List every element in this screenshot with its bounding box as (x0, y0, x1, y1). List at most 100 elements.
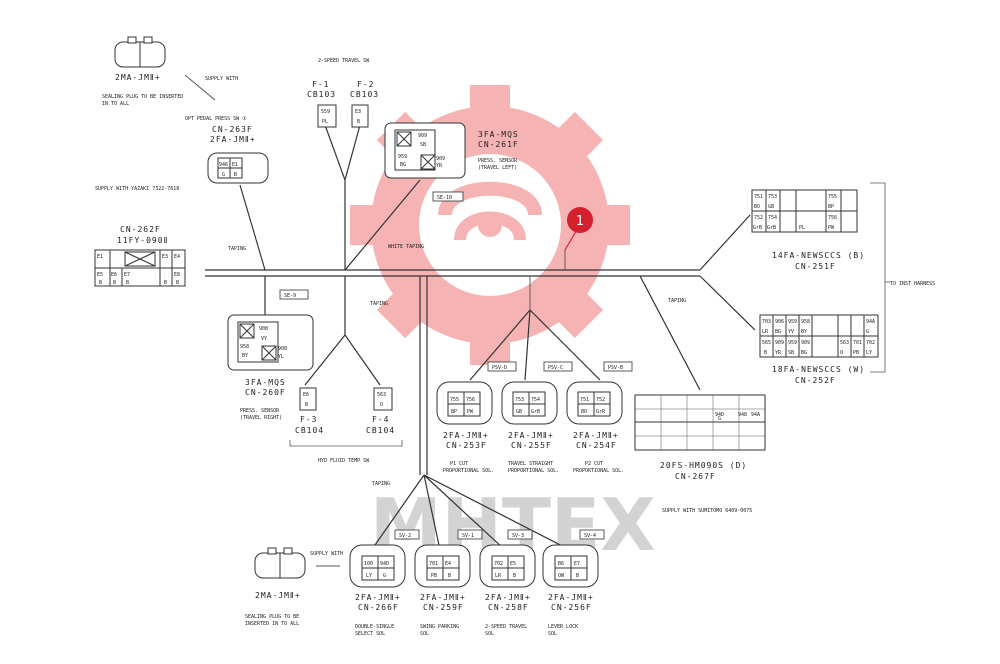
svg-text:BY: BY (801, 329, 807, 335)
svg-text:753: 753 (768, 194, 777, 200)
svg-text:F-1: F-1 (312, 80, 329, 89)
svg-text:CN-256F: CN-256F (551, 603, 592, 612)
svg-text:BG: BG (775, 329, 781, 335)
svg-text:TAPING: TAPING (228, 246, 246, 252)
svg-text:PW: PW (828, 225, 835, 231)
svg-text:PSV-D: PSV-D (492, 365, 507, 371)
svg-text:SOL: SOL (548, 631, 557, 637)
svg-text:B: B (126, 280, 129, 286)
svg-text:CB104: CB104 (366, 426, 395, 435)
connector-cn252f[interactable]: 703 906 959 958 94A LR BG YV BY G 565 90… (759, 314, 879, 385)
svg-text:(TRAVEL RIGHT): (TRAVEL RIGHT) (240, 415, 282, 421)
svg-text:SV-2: SV-2 (399, 533, 411, 539)
svg-text:PROPORTIONAL SOL.: PROPORTIONAL SOL. (573, 468, 624, 474)
bottom-plug: 2MA-JMⅡ+ SEALING PLUG TO BE INSERTED IN … (245, 547, 343, 627)
svg-text:PB: PB (431, 573, 437, 579)
svg-text:SB: SB (788, 350, 794, 356)
svg-text:755: 755 (828, 194, 837, 200)
svg-text:BY: BY (242, 353, 248, 359)
connector-sv2[interactable]: SV-2 100 94D LY G 2FA-JMⅡ+ CN-266F DOUBL… (349, 529, 420, 637)
hyd-fluid-temp-switch[interactable]: E6 B 563 O F-3 CB104 F-4 CB104 HYD FLUID… (295, 387, 395, 464)
svg-text:E4: E4 (174, 254, 180, 260)
svg-text:SUPPLY WITH YAZAKI 7322-7618: SUPPLY WITH YAZAKI 7322-7618 (95, 186, 179, 192)
svg-text:E6: E6 (303, 392, 309, 398)
svg-text:752: 752 (596, 397, 605, 403)
svg-text:BO: BO (754, 204, 760, 210)
svg-text:G: G (866, 329, 869, 335)
connector-cn261f[interactable]: 909 SB 959 BG 909 YR 3FA-MQS CN-261F PRE… (384, 122, 519, 202)
connector-sv3[interactable]: SV-3 702 E5 LR B 2FA-JMⅡ+ CN-258F 2-SPEE… (479, 529, 536, 637)
svg-text:948: 948 (738, 412, 747, 418)
svg-text:PROPORTIONAL SOL.: PROPORTIONAL SOL. (443, 468, 494, 474)
svg-text:563: 563 (840, 340, 849, 346)
connector-psv-b[interactable]: PSV-B 751 752 BO GrR 2FA-JMⅡ+ CN-254F P2… (566, 361, 633, 474)
inst-harness-bracket: TO INST HARNESS (870, 182, 935, 373)
connector-cn263f[interactable]: OPT PEDAL PRESS SW ① CN-263F 2FA-JMⅡ+ 94… (185, 116, 269, 184)
svg-text:559: 559 (321, 109, 330, 115)
svg-text:94D: 94D (715, 412, 724, 418)
svg-text:GB: GB (768, 204, 774, 210)
svg-text:SE-9: SE-9 (284, 293, 296, 299)
svg-text:CB104: CB104 (295, 426, 324, 435)
svg-text:SEALING PLUG TO BE INSERTED: SEALING PLUG TO BE INSERTED (102, 94, 183, 100)
connector-sv4[interactable]: SV-4 B6 E7 OW B 2FA-JMⅡ+ CN-256F LEVER L… (542, 529, 605, 637)
svg-text:GrB: GrB (767, 225, 776, 231)
svg-text:751: 751 (580, 397, 589, 403)
svg-text:OW: OW (558, 573, 565, 579)
svg-text:2FA-JMⅡ+: 2FA-JMⅡ+ (508, 431, 554, 440)
svg-text:PL: PL (322, 119, 328, 125)
svg-text:YV: YV (788, 329, 794, 335)
svg-text:VY: VY (261, 336, 267, 342)
svg-text:B: B (513, 573, 516, 579)
svg-text:TRAVEL STRAIGHT: TRAVEL STRAIGHT (508, 461, 553, 467)
svg-text:2FA-JMⅡ+: 2FA-JMⅡ+ (355, 593, 401, 602)
svg-text:P1 CUT: P1 CUT (450, 461, 468, 467)
svg-text:DOUBLE-SINGLE: DOUBLE-SINGLE (355, 624, 394, 630)
connector-psv-d[interactable]: PSV-D 755 756 BP PW 2FA-JMⅡ+ CN-253F P1 … (436, 361, 517, 474)
callout-1[interactable]: 1 (564, 207, 593, 251)
svg-text:YL: YL (278, 354, 284, 360)
svg-text:CN-259F: CN-259F (423, 603, 464, 612)
svg-text:SE-10: SE-10 (437, 195, 452, 201)
svg-text:E7: E7 (574, 561, 580, 567)
svg-text:756: 756 (828, 215, 837, 221)
svg-text:CN-261F: CN-261F (478, 140, 519, 149)
connector-cn262f[interactable]: SUPPLY WITH YAZAKI 7322-7618 CN-262F 11F… (94, 186, 186, 287)
svg-text:CN-252F: CN-252F (795, 376, 836, 385)
main-trunk (205, 180, 700, 475)
svg-text:LEVER LOCK: LEVER LOCK (548, 624, 578, 630)
connector-cn260f[interactable]: SE-9 908 VY 958 BY 908 YL 3FA-MQS CN-260… (227, 289, 314, 421)
svg-text:BP: BP (451, 409, 457, 415)
svg-text:PL: PL (799, 225, 805, 231)
svg-text:WHITE TAPING: WHITE TAPING (388, 244, 424, 250)
branches (239, 124, 756, 551)
svg-text:E8: E8 (174, 272, 180, 278)
svg-text:CN-253F: CN-253F (446, 441, 487, 450)
svg-text:2FA-JMⅡ+: 2FA-JMⅡ+ (443, 431, 489, 440)
connector-cn267f[interactable]: 94D 948 94A G 20FS-HM090S (D) CN-267F SU… (634, 394, 766, 514)
svg-text:2FA-JMⅡ+: 2FA-JMⅡ+ (210, 135, 256, 144)
svg-text:PSV-B: PSV-B (608, 365, 623, 371)
svg-text:GB: GB (516, 409, 522, 415)
svg-text:F-4: F-4 (372, 415, 389, 424)
connector-sv1[interactable]: SV-1 701 E4 PB B 2FA-JMⅡ+ CN-259F SWING … (414, 529, 483, 637)
svg-text:B6: B6 (558, 561, 564, 567)
svg-text:563: 563 (377, 392, 386, 398)
svg-text:94A: 94A (866, 319, 875, 325)
svg-text:PROPORTIONAL SOL.: PROPORTIONAL SOL. (508, 468, 559, 474)
svg-text:20FS-HM090S (D): 20FS-HM090S (D) (660, 461, 747, 470)
svg-text:E1: E1 (97, 254, 103, 260)
svg-text:GrB: GrB (753, 225, 762, 231)
svg-text:B: B (448, 573, 451, 579)
svg-text:14FA-NEWSCCS (B): 14FA-NEWSCCS (B) (772, 251, 865, 260)
svg-text:(TRAVEL LEFT): (TRAVEL LEFT) (478, 165, 517, 171)
two-speed-travel-switch[interactable]: 2-SPEED TRAVEL SW F-1 CB103 F-2 CB103 55… (307, 58, 379, 128)
connector-cn251f[interactable]: 751 753 755 BO GB BP 752 754 756 GrB GrB… (751, 189, 865, 271)
svg-text:SELECT SOL: SELECT SOL (355, 631, 385, 637)
connector-psv-c[interactable]: PSV-C 753 754 GB GrB 2FA-JMⅡ+ CN-255F TR… (501, 361, 573, 474)
svg-text:703: 703 (762, 319, 771, 325)
svg-text:PRESS. SENSOR: PRESS. SENSOR (240, 408, 280, 414)
svg-text:LY: LY (366, 573, 372, 579)
svg-text:TAPING: TAPING (372, 481, 390, 487)
